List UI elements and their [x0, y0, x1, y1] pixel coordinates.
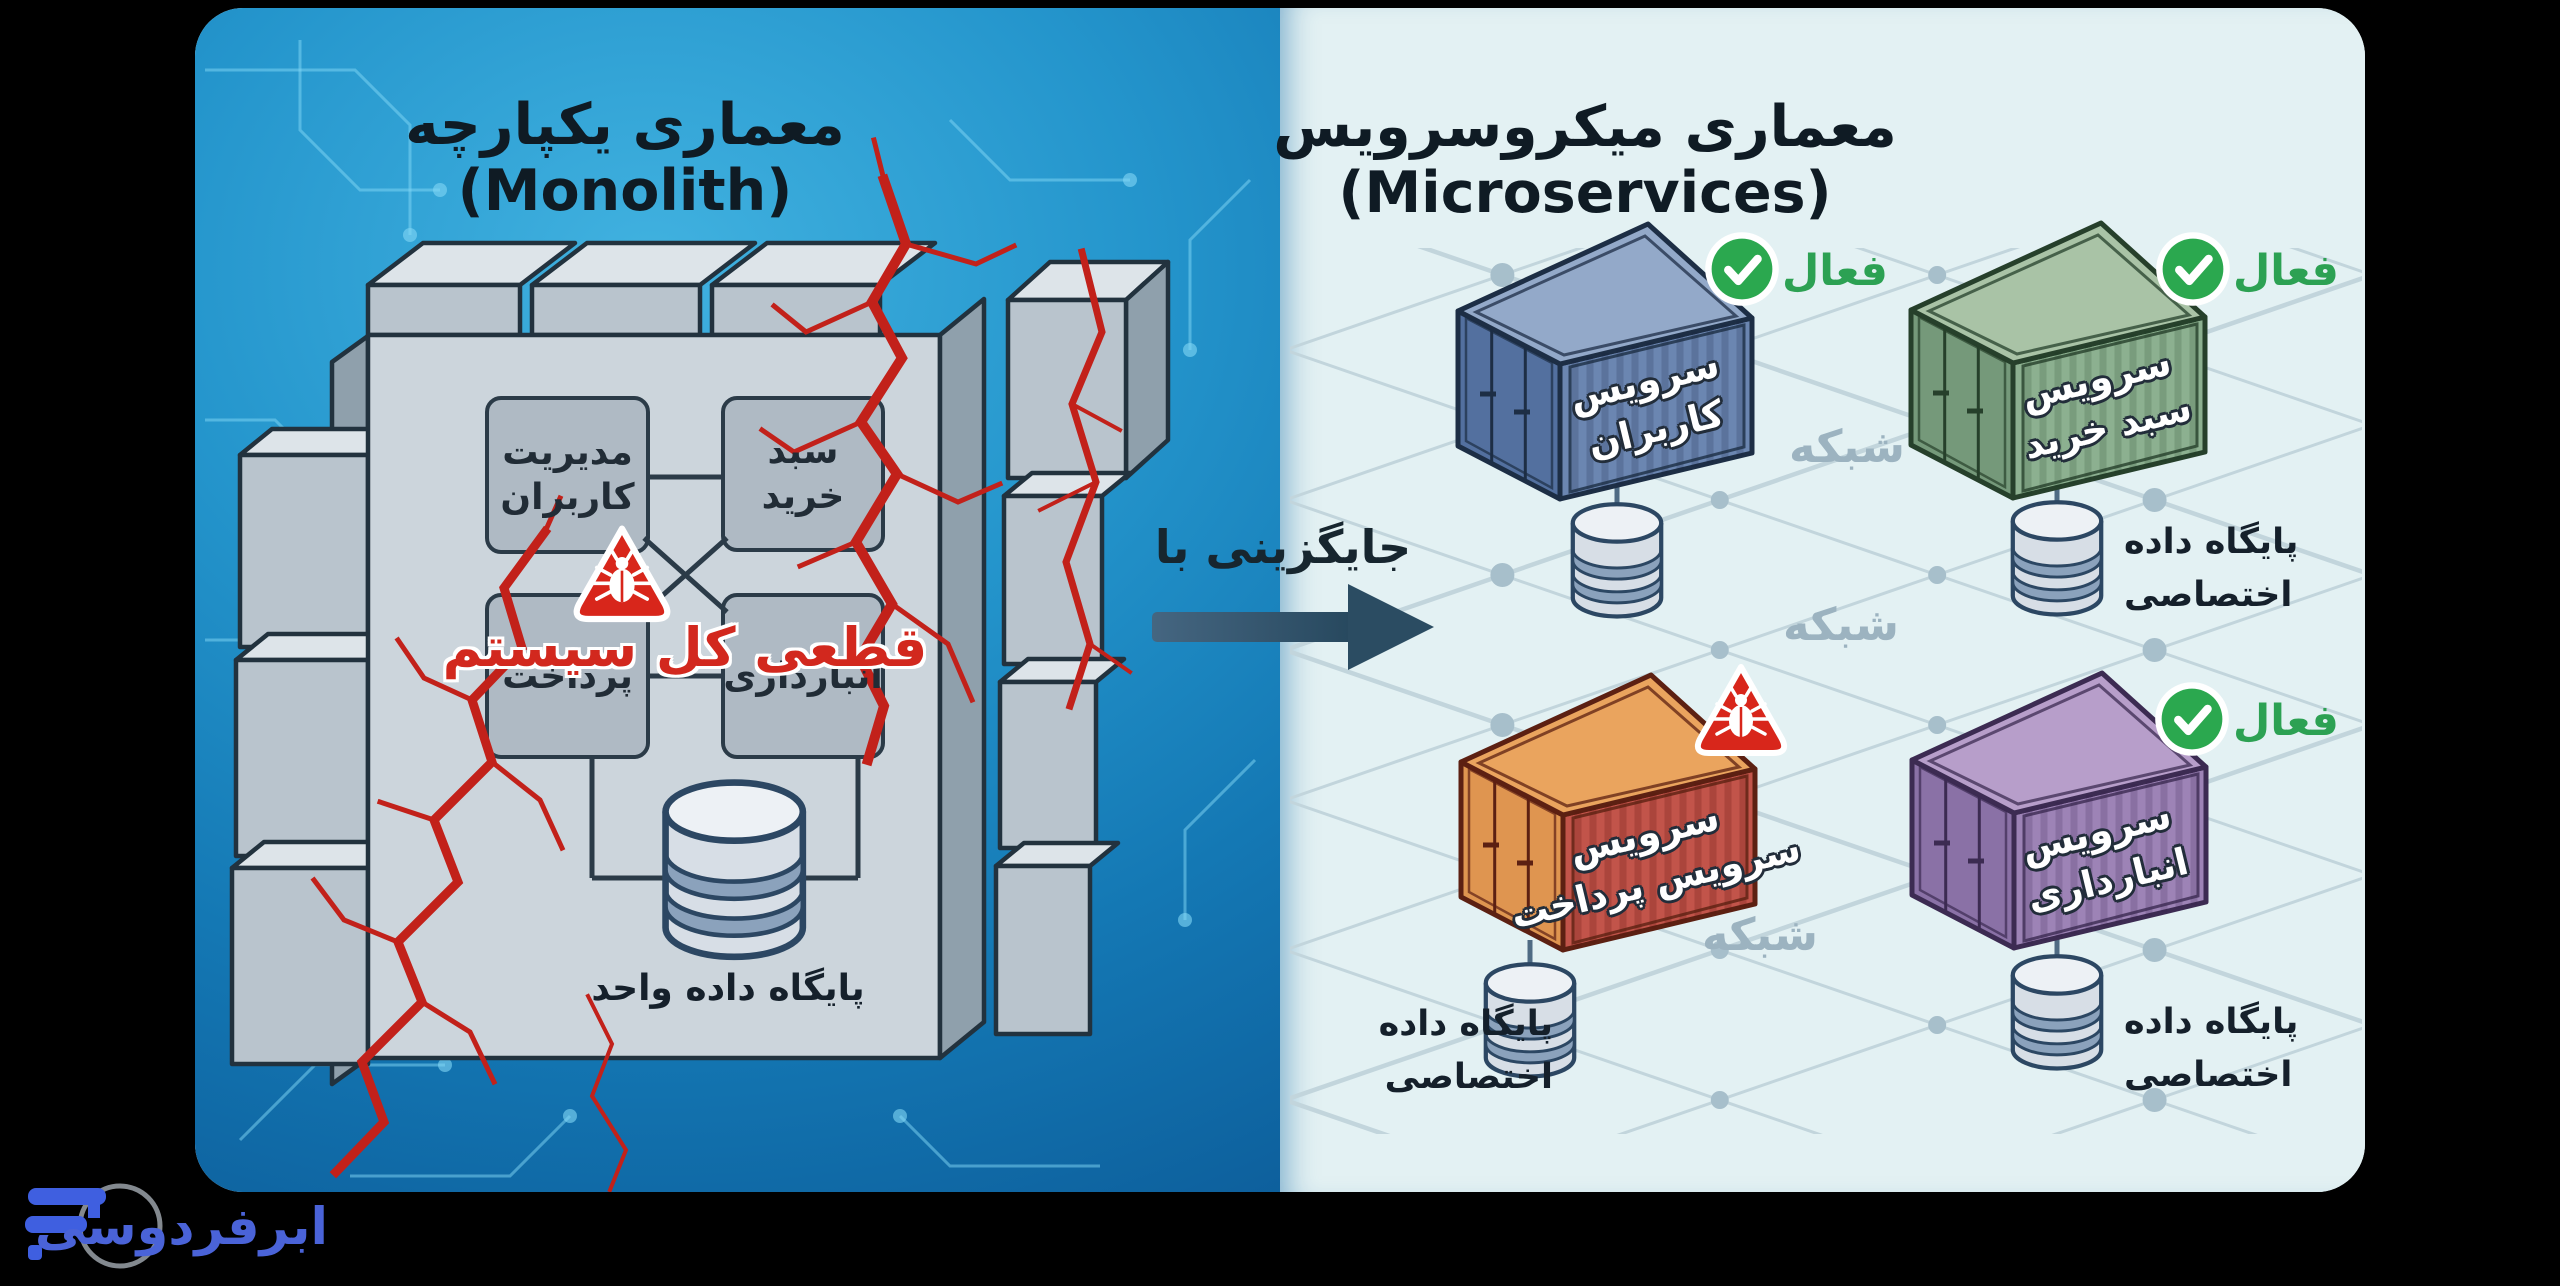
logo-bars-icon [25, 1188, 106, 1260]
system-failure-label: قطعی کل سیستم [442, 616, 928, 679]
users-active-label: فعال [1782, 246, 1888, 296]
brand-logo [25, 1183, 163, 1269]
transition-label: جایگزینی با [1154, 520, 1412, 574]
module-label-cart: سبد خرید [761, 431, 845, 517]
warehouse-database-label: پایگاه داده اختصاصی [2124, 1002, 2299, 1095]
payment-database-label: پایگاه داده اختصاصی [1378, 1004, 1553, 1097]
cart-database-label: پایگاه داده اختصاصی [2124, 522, 2299, 615]
cart-active-label: فعال [2233, 246, 2339, 296]
logo-text: ابرفردوسی [34, 1198, 328, 1257]
monolith-title: معماری یکپارچه (Monolith) [405, 92, 845, 224]
monolith-database-label: پایگاه داده واحد [591, 968, 865, 1009]
network-label-2: شبکه [1782, 598, 1900, 651]
microservices-title: معماری میکروسرویس (Microservices) [1273, 94, 1897, 226]
module-label-user-management: مدیریت کاربران [500, 432, 635, 518]
warehouse-active-label: فعال [2233, 696, 2339, 746]
